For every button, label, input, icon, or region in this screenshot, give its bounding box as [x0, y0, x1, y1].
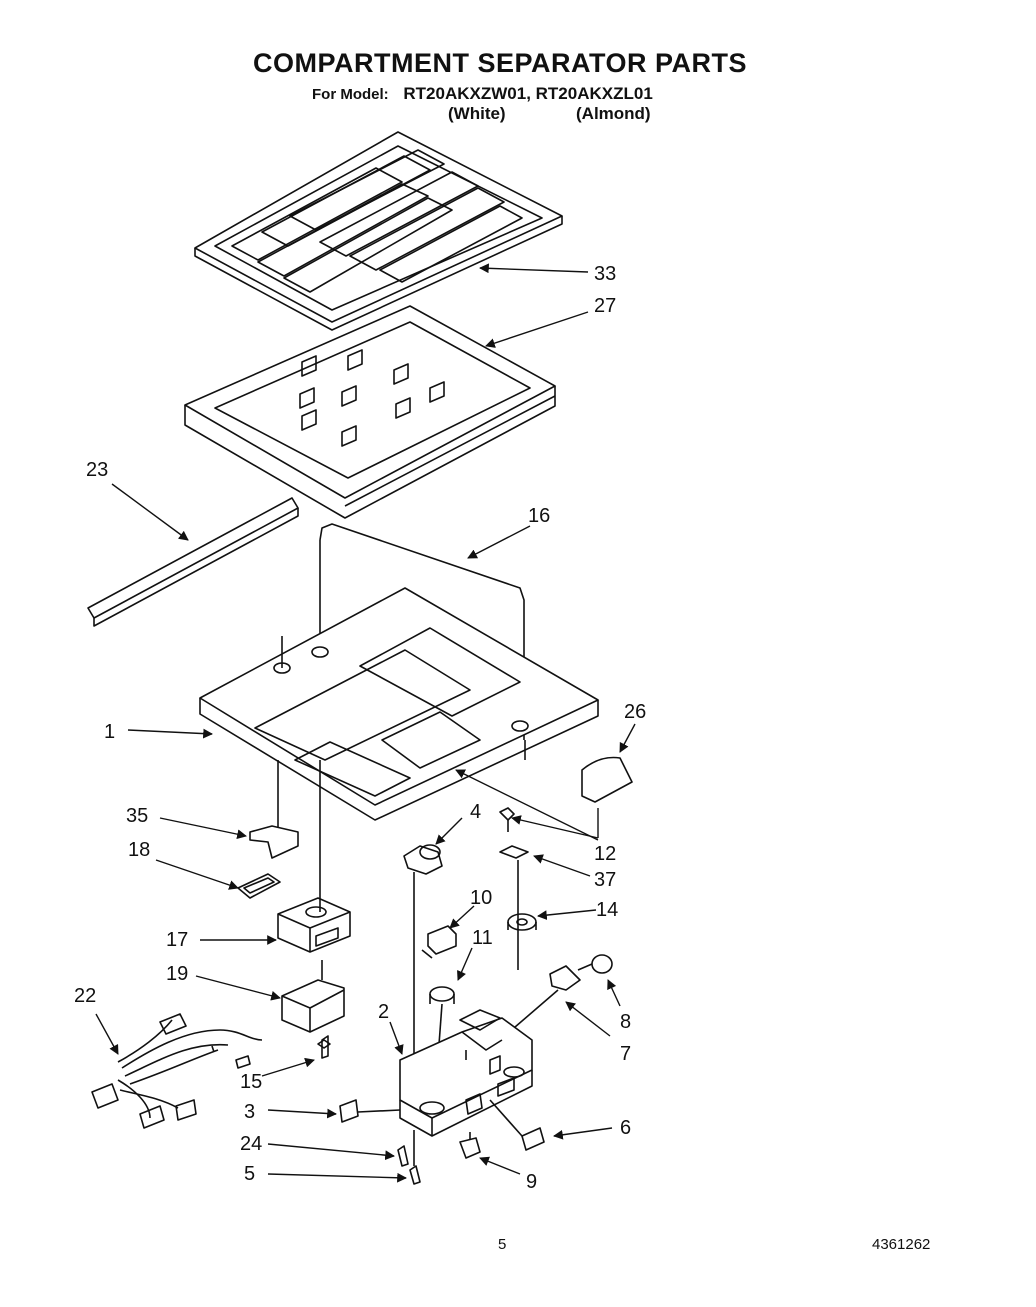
callout-18: 18 [128, 839, 150, 861]
callout-35: 35 [126, 805, 148, 827]
terminal-part [339, 1099, 359, 1123]
screw-part [499, 807, 515, 821]
model-line: For Model: RT20AKXZW01, RT20AKXZL01 [312, 84, 653, 104]
callout-8: 8 [620, 1011, 631, 1033]
page-title: COMPARTMENT SEPARATOR PARTS [252, 48, 747, 78]
callout-1: 1 [104, 721, 115, 743]
callout-3: 3 [244, 1101, 255, 1123]
socket-part [549, 965, 581, 991]
callout-27: 27 [594, 295, 616, 317]
clip-part [249, 825, 299, 859]
variant-white: (White) [448, 104, 506, 123]
callout-12: 12 [594, 843, 616, 865]
control-housing-part [277, 897, 351, 953]
screw-15-part [317, 1039, 331, 1049]
screw-5-part [409, 1165, 421, 1185]
callout-11: 11 [472, 927, 493, 949]
gasket-part [237, 873, 281, 899]
callout-9: 9 [526, 1171, 537, 1193]
callout-10: 10 [470, 887, 492, 909]
cover-part [581, 756, 633, 803]
callout-4: 4 [470, 801, 481, 823]
callout-6: 6 [620, 1117, 631, 1139]
wire-harness-part [91, 1013, 263, 1129]
separator-frame-part [184, 305, 556, 519]
callout-24: 24 [240, 1133, 262, 1155]
model-numbers: RT20AKXZW01, RT20AKXZL01 [403, 84, 653, 103]
separator-base-part [199, 587, 599, 821]
grommet-part [459, 1137, 481, 1159]
callout-2: 2 [378, 1001, 389, 1023]
wire-loop-part [319, 523, 525, 740]
plate-part [499, 845, 529, 859]
dial-part [507, 913, 537, 931]
callout-37: 37 [594, 869, 616, 891]
callout-17: 17 [166, 929, 188, 951]
callout-14: 14 [596, 899, 618, 921]
variant-almond: (Almond) [576, 104, 651, 123]
switch-part [427, 925, 457, 955]
knob-part [429, 986, 455, 1002]
callout-26: 26 [624, 701, 646, 723]
callout-22: 22 [74, 985, 96, 1007]
thermostat-part [403, 845, 443, 875]
callout-15: 15 [240, 1071, 262, 1093]
callout-7: 7 [620, 1043, 631, 1065]
bracket-part [281, 979, 345, 1033]
callout-33: 33 [594, 263, 616, 285]
bulb-part [577, 963, 593, 971]
callout-23: 23 [86, 459, 108, 481]
callout-5: 5 [244, 1163, 255, 1185]
switch-6-part [521, 1127, 545, 1151]
screw-24-part [397, 1145, 409, 1167]
callout-16: 16 [528, 505, 550, 527]
model-label: For Model: [312, 86, 389, 103]
trim-strip-part [87, 497, 299, 627]
page-number: 5 [498, 1236, 507, 1253]
shelf-grille-part [194, 131, 563, 331]
callout-19: 19 [166, 963, 188, 985]
control-box-part [399, 1009, 533, 1137]
document-number: 4361262 [872, 1236, 931, 1253]
